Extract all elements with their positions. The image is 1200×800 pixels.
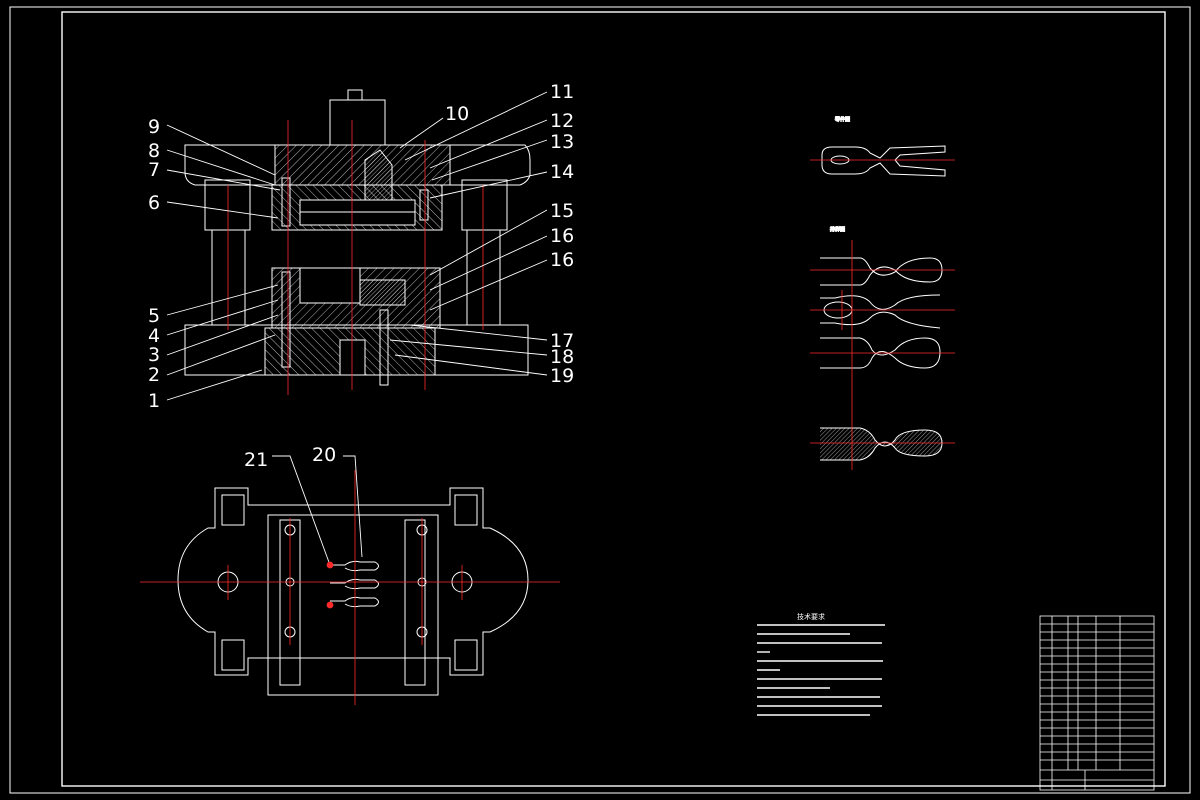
- label-14: 14: [550, 161, 574, 183]
- label-2: 2: [148, 364, 160, 386]
- label-5: 5: [148, 305, 160, 327]
- top-view-center-lines: [140, 470, 560, 705]
- label-3: 3: [148, 344, 160, 366]
- label-19: 19: [550, 365, 574, 387]
- label-9: 9: [148, 116, 160, 138]
- label-7: 7: [148, 159, 160, 181]
- label-16a: 16: [550, 225, 574, 247]
- front-section-view: [184, 89, 531, 386]
- bill-of-materials-table: [1039, 615, 1155, 791]
- svg-text:排样图: 排样图: [830, 226, 845, 233]
- label-16b: 16: [550, 249, 574, 271]
- label-17: 17: [550, 330, 574, 352]
- label-4: 4: [148, 325, 160, 347]
- workpiece-center-lines: [810, 159, 955, 470]
- svg-text:零件图: 零件图: [835, 116, 850, 123]
- label-1: 1: [148, 390, 160, 412]
- label-21: 21: [244, 449, 268, 471]
- front-view-center-lines: [227, 120, 484, 395]
- label-15: 15: [550, 200, 574, 222]
- outer-border: [9, 6, 1191, 794]
- label-13: 13: [550, 131, 574, 153]
- label-8: 8: [148, 140, 160, 162]
- label-20: 20: [312, 444, 336, 466]
- label-12: 12: [550, 110, 574, 132]
- inner-border: [61, 11, 1166, 787]
- workpiece-views: 零件图 排样图: [820, 116, 946, 461]
- tech-requirements-title: 技术要求: [797, 612, 825, 621]
- label-18: 18: [550, 346, 574, 368]
- top-view: [177, 487, 529, 696]
- label-6: 6: [148, 192, 160, 214]
- technical-requirements: 技术要求: [757, 612, 885, 716]
- label-11: 11: [550, 81, 574, 103]
- part-number-labels: 9 8 7 6 5 4 3 2 1 10 11 12 13 14 15 16 1…: [148, 81, 574, 471]
- leader-lines: [166, 91, 548, 566]
- label-10: 10: [445, 103, 469, 125]
